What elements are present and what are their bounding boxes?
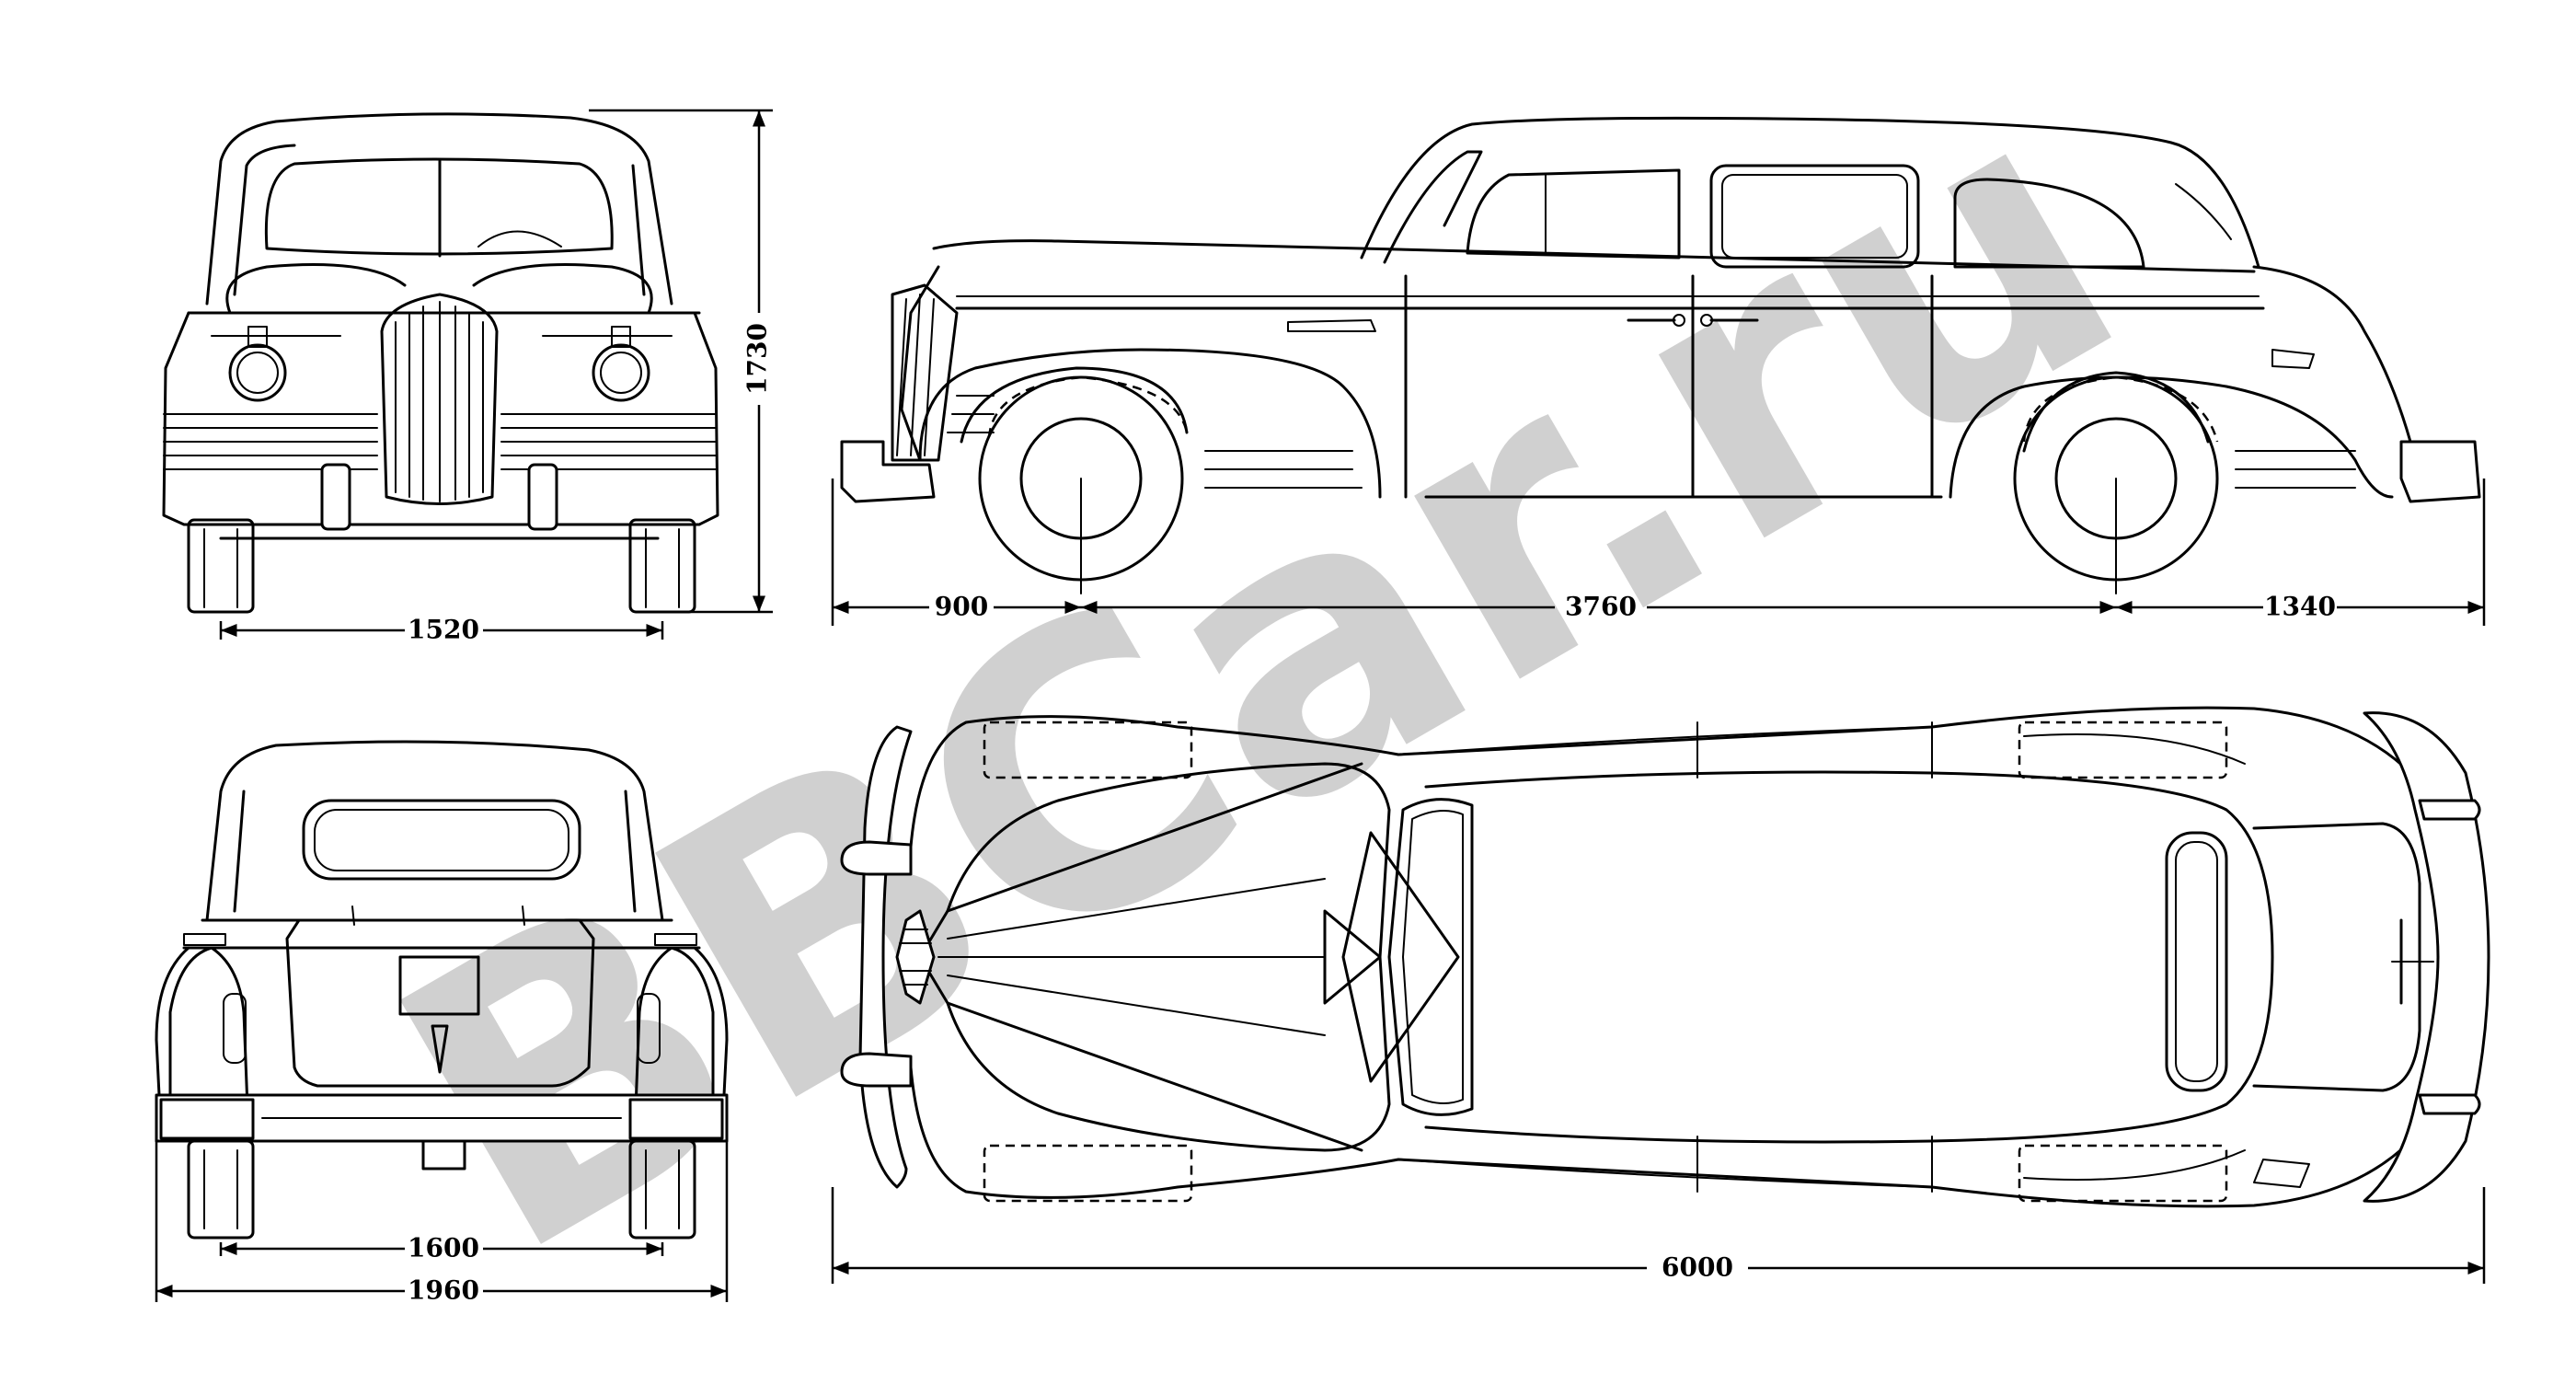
- front-view: 1520 1730: [162, 109, 773, 645]
- grille-bars: [395, 301, 484, 502]
- dim-height: 1730: [742, 323, 773, 395]
- dim-rear-track: 1600: [408, 1233, 479, 1263]
- dim-front-track: 1520: [408, 615, 479, 645]
- rear-view: 1600 1960: [155, 740, 729, 1306]
- dim-length: 6000: [1662, 1252, 1733, 1283]
- side-view: 900 3760 1340: [831, 116, 2486, 626]
- dim-wheelbase: 3760: [1565, 592, 1637, 622]
- dim-width: 1960: [408, 1275, 479, 1306]
- dim-front-overhang: 900: [935, 592, 988, 622]
- dim-rear-overhang: 1340: [2264, 592, 2336, 622]
- top-view: 6000: [831, 706, 2490, 1284]
